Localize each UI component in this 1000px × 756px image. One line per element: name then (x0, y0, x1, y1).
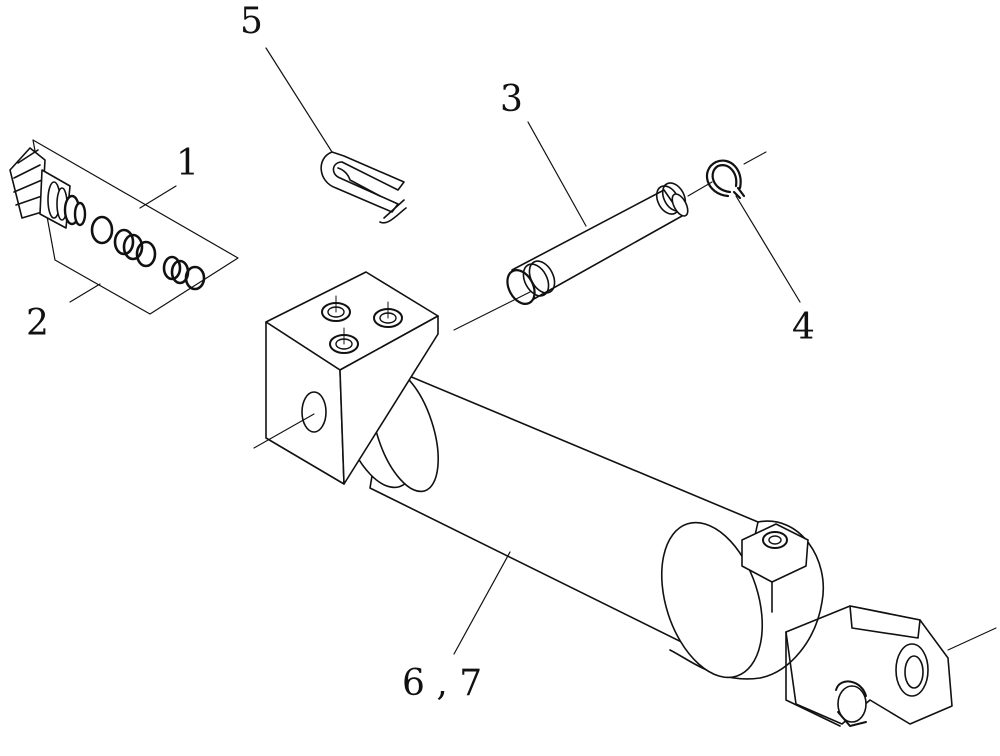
pin-part (506, 182, 689, 305)
retaining-ring-part (706, 159, 746, 200)
fitting-and-orings-group (9, 139, 239, 315)
cylinder-assembly (265, 271, 953, 727)
callout-2: 2 (26, 303, 49, 344)
callout-3: 3 (500, 79, 523, 120)
hairpin-clip-part (320, 151, 407, 224)
leader-3 (527, 121, 587, 227)
orings-part (90, 215, 206, 291)
leader-5 (265, 47, 333, 153)
callout-6-7: 6 , 7 (402, 663, 483, 704)
callout-1: 1 (176, 143, 199, 184)
callout-5: 5 (240, 1, 263, 42)
rod-end-clevis (785, 605, 953, 727)
leader-2 (69, 283, 101, 303)
leader-4 (735, 195, 801, 303)
leader-lines (69, 47, 801, 655)
leader-6-7 (453, 551, 511, 655)
axis-lines (253, 151, 997, 651)
cross-bore (301, 391, 327, 433)
callout-4: 4 (792, 307, 815, 348)
cylinder-end-block (265, 271, 439, 485)
fitting-part (9, 147, 87, 229)
kit-bracket (32, 139, 239, 315)
leader-1 (139, 185, 177, 209)
